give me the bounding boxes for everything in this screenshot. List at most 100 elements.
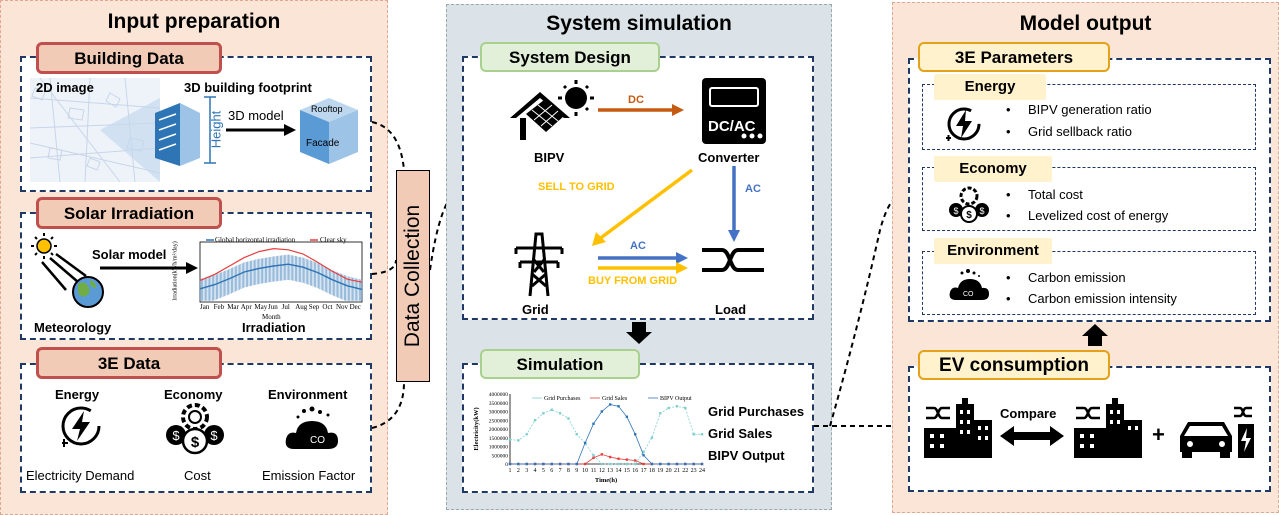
sim-x-tick: 14 — [616, 468, 622, 474]
ev-consumption-tag: EV consumption — [918, 350, 1110, 380]
sim-x-tick: 16 — [632, 468, 638, 474]
sim-y-tick: 3000000 — [489, 410, 509, 416]
sim-point-0 — [684, 406, 687, 410]
simulation-tag: Simulation — [480, 349, 640, 379]
sim-x-tick: 8 — [567, 468, 570, 474]
model-arrow — [226, 124, 296, 136]
svg-text:$: $ — [979, 206, 984, 216]
sell-to-grid-label: SELL TO GRID — [538, 181, 615, 193]
sim-x-tick: 18 — [649, 468, 655, 474]
facade-label: Facade — [306, 138, 340, 149]
plus-sign: + — [1152, 422, 1165, 447]
sim-point-2 — [659, 462, 662, 466]
sim-x-tick: 4 — [534, 468, 537, 474]
sim-point-0 — [617, 462, 620, 466]
sim-point-2 — [600, 410, 604, 413]
e3-parameters-tag: 3E Parameters — [918, 42, 1110, 72]
converter-icon — [702, 78, 766, 144]
sim-point-0 — [667, 406, 670, 410]
energy-label: Energy — [55, 387, 100, 402]
sim-point-2 — [583, 441, 587, 445]
svg-text:$: $ — [191, 434, 200, 451]
sim-point-2 — [634, 433, 637, 436]
energy-param-item-2: Grid sellback ratio — [1006, 124, 1132, 139]
sim-point-0 — [525, 433, 528, 436]
svg-text:CO: CO — [310, 435, 325, 446]
solar-irradiation-box — [20, 212, 372, 340]
sim-x-tick: 17 — [641, 468, 647, 474]
sim-y-tick: 500000 — [492, 453, 509, 459]
solar-model-label: Solar model — [92, 247, 167, 262]
city-load-icon-2 — [1074, 398, 1142, 458]
sim-point-2 — [550, 462, 553, 466]
e3-data-tag: 3E Data — [36, 347, 222, 379]
map-image — [29, 77, 161, 183]
ac-vertical-label: AC — [745, 183, 761, 195]
solar-model-arrow — [100, 262, 198, 274]
sim-point-2 — [617, 405, 620, 408]
sim-y-tick: 2000000 — [489, 427, 509, 433]
cost-label: Cost — [184, 468, 211, 483]
compare-label: Compare — [1000, 406, 1057, 421]
sim-y-tick: 3500000 — [489, 401, 509, 407]
building-block-icon — [300, 98, 358, 164]
economy-param-item-2: Levelized cost of energy — [1006, 208, 1168, 223]
up-arrow-ev-to-params — [1082, 324, 1108, 346]
sim-y-tick: 4000000 — [489, 392, 509, 398]
sim-legend-grid-sales: Grid Sales — [708, 426, 773, 441]
sim-legend-text-1: Grid Sales — [602, 396, 628, 402]
sim-point-2 — [517, 462, 520, 466]
sim-panel-title: System simulation — [546, 12, 732, 35]
sim-point-2 — [567, 462, 570, 466]
sim-x-tick: 23 — [691, 468, 697, 474]
building-data-tag: Building Data — [36, 42, 222, 74]
sim-point-1 — [617, 457, 620, 460]
footprint-label: 3D building footprint — [184, 80, 312, 95]
sim-x-tick: 19 — [657, 468, 663, 474]
irradiation-month-tick: Oct — [322, 303, 333, 311]
sim-point-2 — [650, 462, 654, 466]
sim-point-1 — [600, 453, 604, 456]
sim-x-tick: 2 — [517, 468, 520, 474]
building-3d-icon — [155, 103, 200, 166]
sim-point-2 — [692, 462, 695, 466]
sim-point-2 — [675, 462, 679, 466]
svg-text:$: $ — [210, 428, 218, 443]
sim-y-tick: 1000000 — [489, 445, 509, 451]
3d-model-label: 3D model — [228, 108, 284, 123]
sim-point-0 — [625, 462, 629, 466]
sim-point-0 — [675, 405, 679, 408]
sim-point-1 — [608, 455, 612, 459]
sim-point-2 — [533, 462, 537, 466]
grid-label: Grid — [522, 302, 549, 317]
dcac-label: DC/AC — [708, 118, 756, 135]
sim-x-tick: 15 — [624, 468, 630, 474]
irradiation-legend-clear: Clear sky — [320, 236, 347, 244]
sim-point-0 — [508, 438, 512, 441]
system-design-tag: System Design — [480, 42, 660, 72]
sim-point-0 — [550, 408, 553, 411]
sim-point-0 — [659, 412, 662, 415]
sim-y-tick: 2500000 — [489, 418, 509, 424]
city-load-icon — [924, 398, 992, 458]
image-2d-label: 2D image — [36, 80, 94, 95]
irradiation-month-tick: May — [254, 303, 268, 311]
sim-point-2 — [592, 422, 595, 425]
rooftop-label: Rooftop — [311, 104, 343, 114]
ac-horizontal-label: AC — [630, 240, 646, 252]
sim-point-2 — [525, 462, 528, 466]
sim-point-2 — [608, 403, 612, 406]
energy-param-tag: Energy — [934, 74, 1046, 100]
sim-x-tick: 22 — [682, 468, 688, 474]
bipv-house-icon — [510, 80, 594, 140]
environment-param-item-2: Carbon emission intensity — [1006, 291, 1177, 306]
irradiation-daily-band — [199, 254, 363, 301]
sim-point-0 — [558, 412, 562, 415]
irradiation-month-tick: Jun — [268, 303, 278, 311]
sim-point-0 — [700, 433, 704, 436]
environment-param-tag: Environment — [934, 238, 1052, 264]
sim-legend-bipv-output: BIPV Output — [708, 448, 785, 463]
sim-point-1 — [592, 456, 595, 460]
load-label: Load — [715, 302, 747, 317]
converter-label: Converter — [698, 150, 760, 165]
